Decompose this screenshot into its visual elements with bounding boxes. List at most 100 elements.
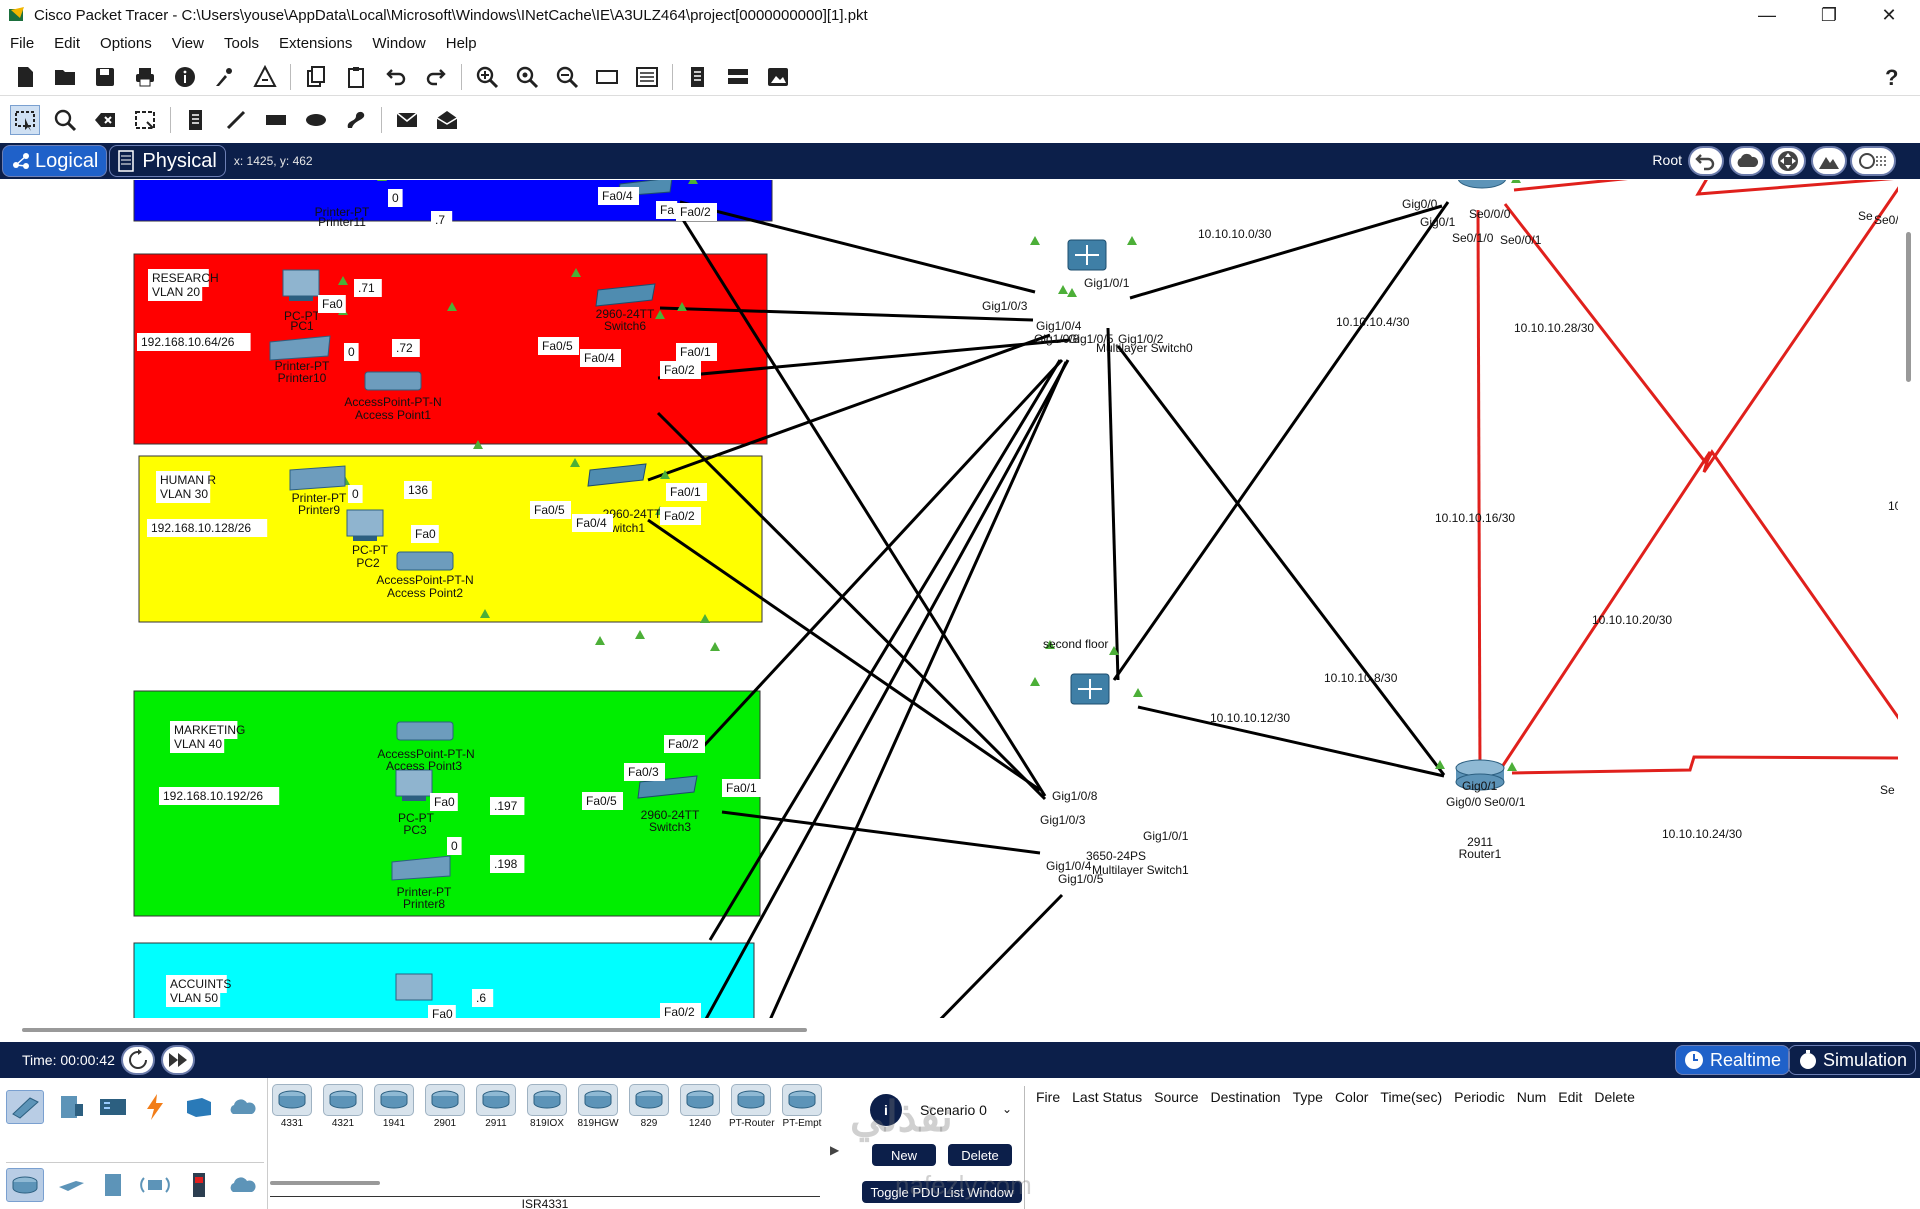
router-model-4321[interactable]: 4321 [321,1084,365,1134]
vertical-scrollbar-thumb[interactable] [1906,232,1911,382]
access-point-2[interactable] [396,551,454,571]
select-icon[interactable] [10,105,40,135]
scenario-info-icon[interactable]: i [870,1094,902,1126]
router-model-pt-empt[interactable]: PT-Empt [780,1084,824,1134]
network-devices-category-icon[interactable] [6,1090,44,1124]
canvas-horizontal-scrollbar[interactable] [0,1018,1920,1042]
menu-window[interactable]: Window [372,34,426,52]
move-viewport-icon[interactable] [1770,146,1806,176]
logical-tab[interactable]: Logical [2,145,108,177]
multiuser-connection-icon[interactable] [224,1090,262,1124]
chevron-down-icon[interactable]: ⌄ [1002,1102,1013,1116]
printer-10[interactable] [269,335,331,361]
device-manager-icon[interactable] [723,62,753,92]
router-model-pt-router[interactable]: PT-Router [729,1084,775,1134]
toggle-pdu-list-button[interactable]: Toggle PDU List Window [862,1181,1022,1203]
end-devices-category-icon[interactable] [52,1090,90,1124]
pc-2[interactable] [346,509,384,541]
printer-9[interactable] [289,465,346,491]
delete-scenario-button[interactable]: Delete [948,1144,1012,1166]
access-point-1[interactable] [364,371,422,391]
zoom-out-icon[interactable] [552,62,582,92]
pc-accounts[interactable] [395,973,433,1001]
menu-options[interactable]: Options [100,34,152,52]
multilayer-switch-1[interactable] [1070,673,1110,705]
menu-edit[interactable]: Edit [54,34,81,52]
zoom-in-icon[interactable] [472,62,502,92]
background-image-icon[interactable] [1811,146,1847,176]
routers-subcategory-icon[interactable] [6,1168,44,1202]
power-cycle-devices-icon[interactable] [120,1045,155,1075]
realtime-tab[interactable]: Realtime [1674,1045,1790,1075]
pc-3[interactable] [395,769,433,801]
viewport-icon[interactable] [1850,146,1896,176]
new-scenario-button[interactable]: New [872,1144,936,1166]
router-model-829[interactable]: 829 [627,1084,671,1134]
minimize-button[interactable]: — [1758,4,1776,25]
switch-3[interactable] [637,775,698,799]
activity-wizard-icon[interactable] [250,62,280,92]
canvas-vertical-scrollbar[interactable] [1898,180,1920,1018]
access-point-3[interactable] [396,721,454,741]
connections-category-icon[interactable] [136,1090,174,1124]
wireless-subcategory-icon[interactable] [136,1168,174,1202]
components-category-icon[interactable] [94,1090,132,1124]
router-model-2901[interactable]: 2901 [423,1084,467,1134]
menu-tools[interactable]: Tools [223,34,260,52]
new-file-icon[interactable] [10,62,40,92]
network-wizard-icon[interactable] [210,62,240,92]
menu-view[interactable]: View [171,34,204,52]
router-model-4331[interactable]: 4331 [270,1084,314,1134]
help-icon[interactable]: ? [1876,62,1906,92]
back-navigation-icon[interactable] [1688,146,1724,176]
fast-forward-time-icon[interactable] [160,1045,195,1075]
pdu-list-icon[interactable] [683,62,713,92]
security-subcategory-icon[interactable] [180,1168,218,1202]
router-model-1941[interactable]: 1941 [372,1084,416,1134]
hubs-subcategory-icon[interactable] [94,1168,132,1202]
physical-tab[interactable]: Physical [109,145,226,177]
menu-extensions[interactable]: Extensions [279,34,353,52]
router-model-819hgw[interactable]: 819HGW [576,1084,620,1134]
router-top[interactable] [1457,180,1507,189]
info-icon[interactable] [170,62,200,92]
router-model-2911[interactable]: 2911 [474,1084,518,1134]
cluster-cloud-icon[interactable] [1729,146,1765,176]
place-note-icon[interactable] [181,105,211,135]
simulation-tab[interactable]: Simulation [1787,1045,1916,1075]
restore-button[interactable]: ❐ [1820,4,1838,25]
router-model-1240[interactable]: 1240 [678,1084,722,1134]
wan-emulation-subcategory-icon[interactable] [224,1168,262,1202]
delete-icon[interactable] [90,105,120,135]
add-complex-pdu-icon[interactable] [432,105,462,135]
drawing-palette-icon[interactable] [592,62,622,92]
draw-ellipse-icon[interactable] [301,105,331,135]
resize-shape-icon[interactable] [130,105,160,135]
multilayer-switch-0[interactable] [1067,239,1107,271]
printer-8[interactable] [391,855,451,881]
expand-pdu-panel-icon[interactable]: ▶ [830,1143,840,1157]
freeform-icon[interactable] [341,105,371,135]
router-1[interactable] [1455,759,1505,791]
pc-1[interactable] [282,269,320,301]
scenario-select[interactable]: Scenario 0 [920,1102,987,1118]
switch-6[interactable] [595,283,656,307]
copy-icon[interactable] [301,62,331,92]
save-icon[interactable] [90,62,120,92]
switches-subcategory-icon[interactable] [52,1168,90,1202]
miscellaneous-category-icon[interactable] [180,1090,218,1124]
model-list-scrollbar[interactable] [270,1181,380,1185]
zoom-reset-icon[interactable] [512,62,542,92]
horizontal-scrollbar-thumb[interactable] [22,1028,807,1032]
menu-file[interactable]: File [10,34,35,52]
inspect-icon[interactable] [50,105,80,135]
router-model-819iox[interactable]: 819IOX [525,1084,569,1134]
open-folder-icon[interactable] [50,62,80,92]
menu-help[interactable]: Help [445,34,477,52]
add-simple-pdu-icon[interactable] [392,105,422,135]
custom-device-dialog-icon[interactable] [632,62,662,92]
switch-1[interactable] [587,463,647,487]
screenshot-icon[interactable] [763,62,793,92]
redo-icon[interactable] [421,62,451,92]
